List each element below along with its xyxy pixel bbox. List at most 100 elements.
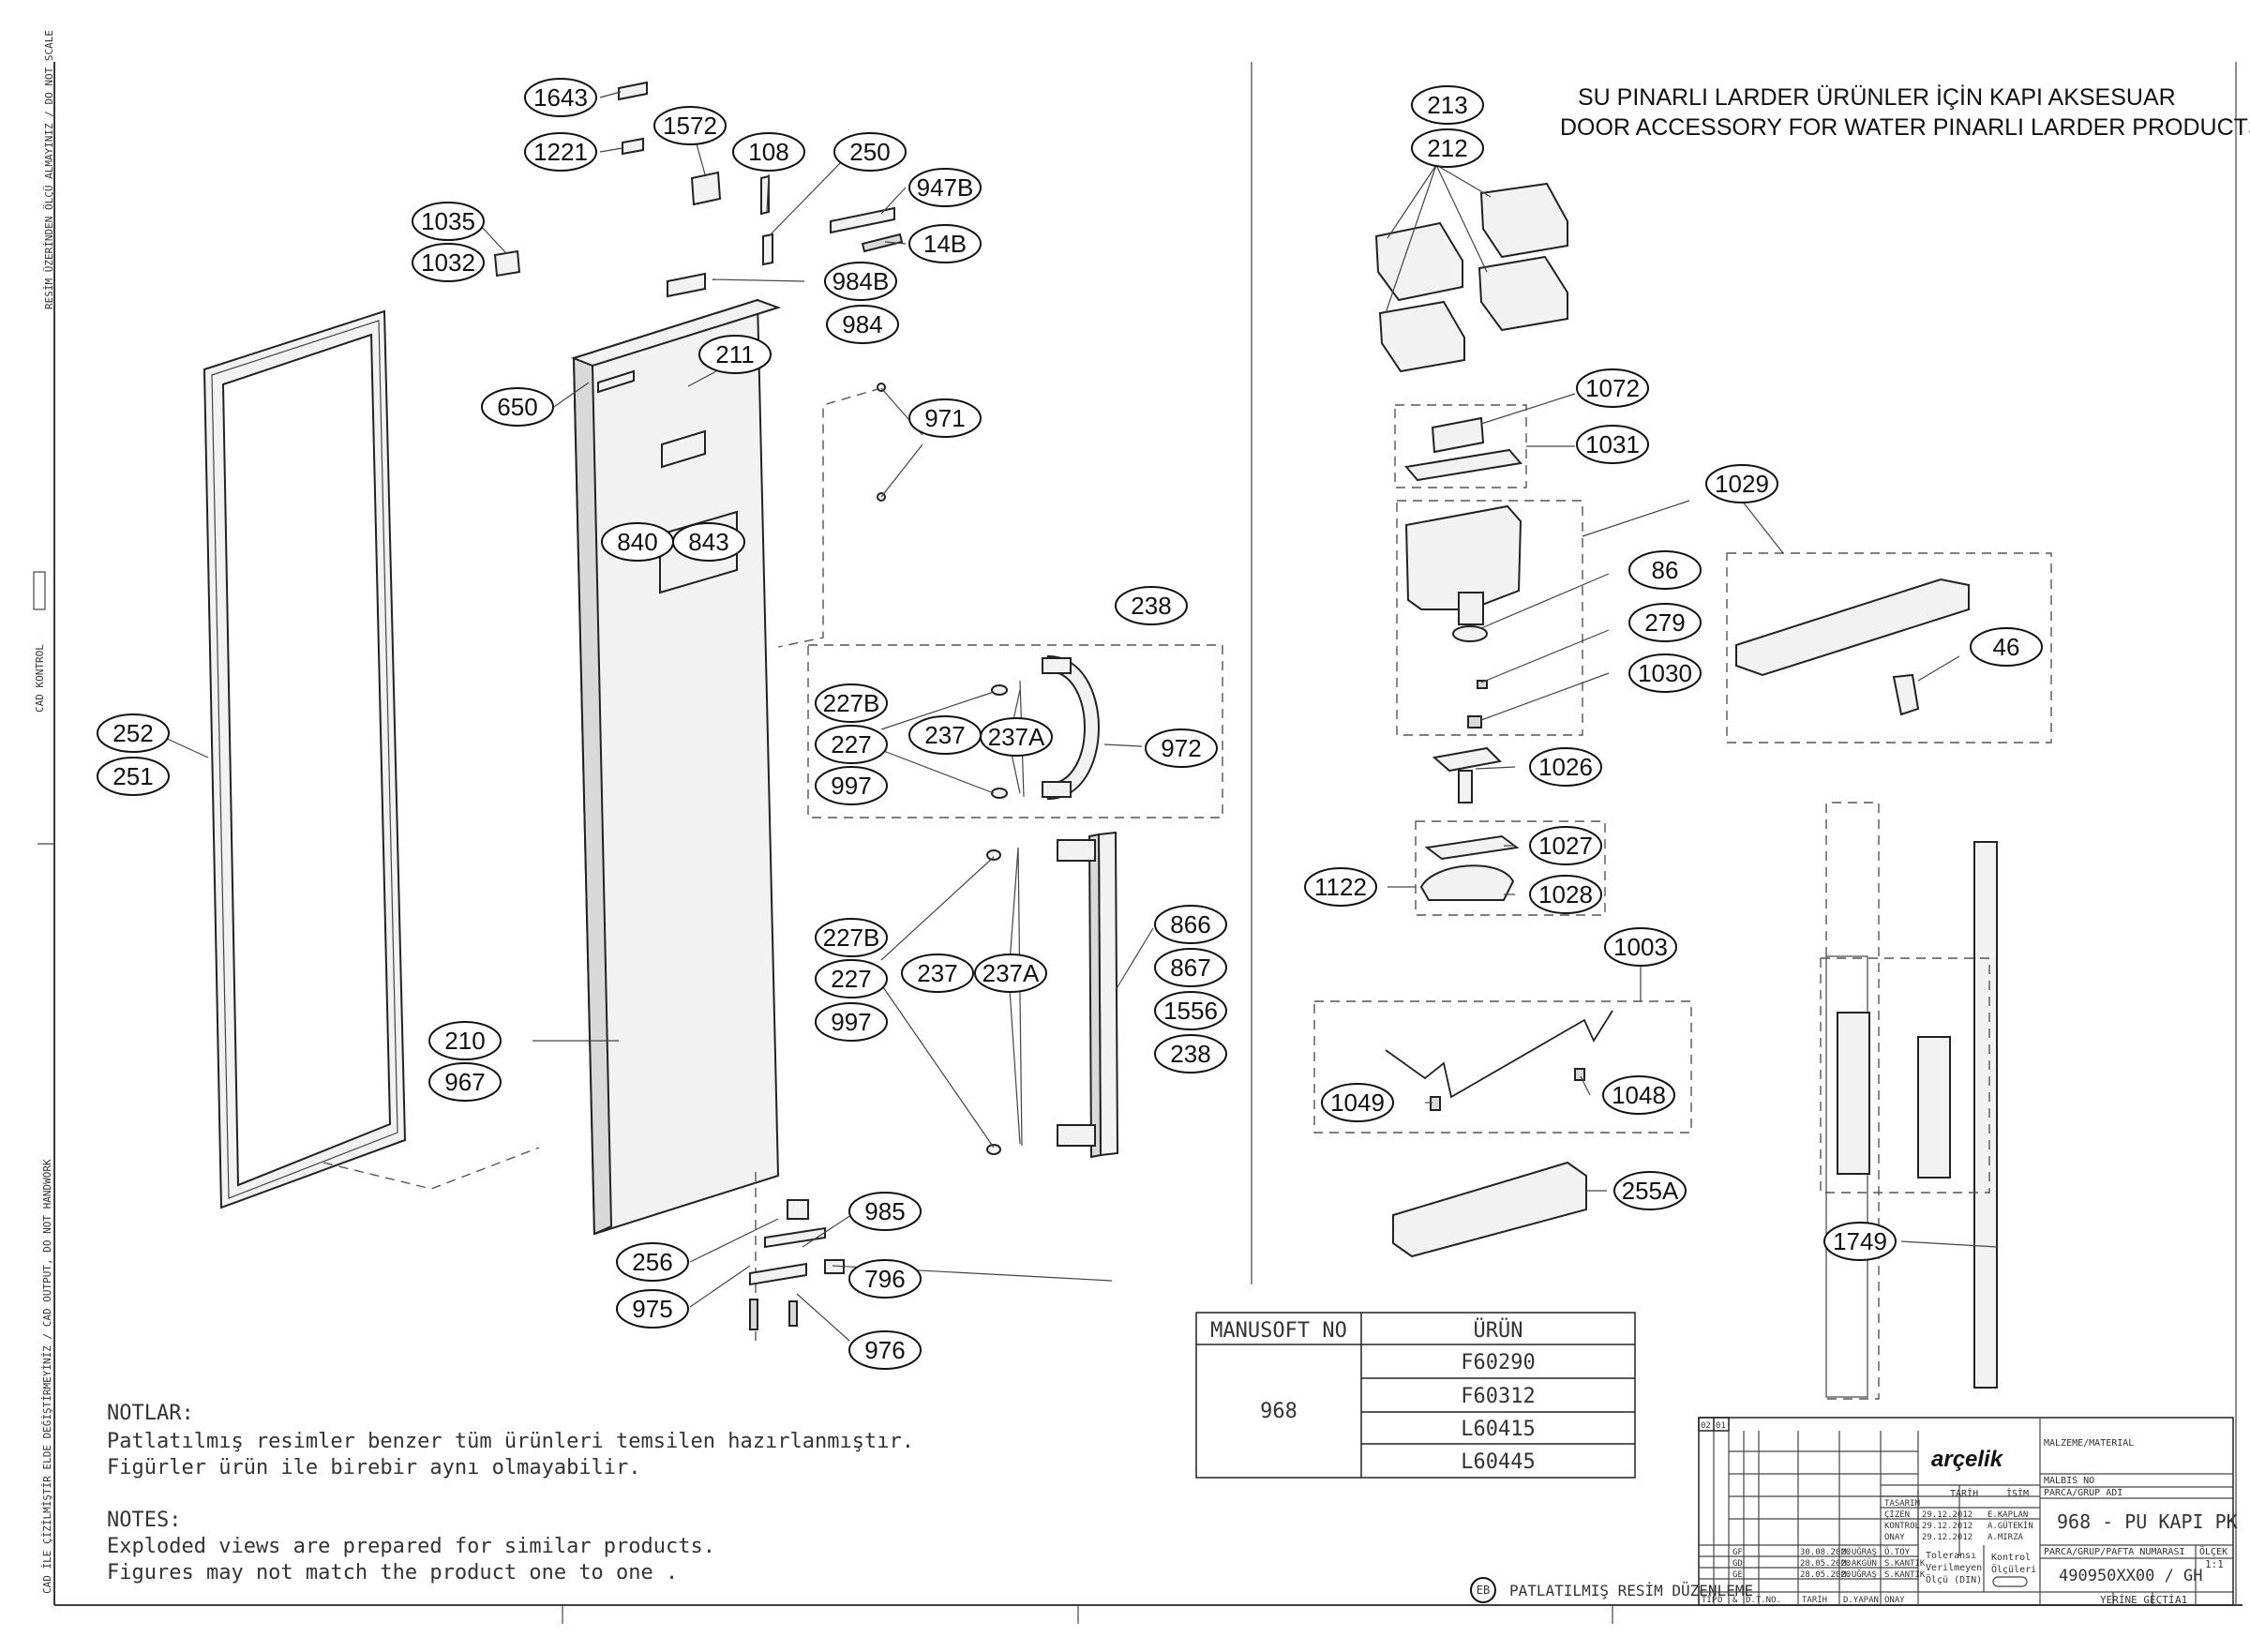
malbis-label: MALBIS NO (2044, 1476, 2094, 1486)
callout-843: 843 (672, 522, 745, 562)
rev3-date: 28.05.2020 (1800, 1570, 1851, 1580)
callout-label: 1029 (1715, 470, 1769, 498)
callout-796: 796 (848, 1259, 922, 1299)
rev2-by: M.AKGÜN (1841, 1558, 1877, 1569)
callout-213: 213 (1411, 85, 1484, 125)
callout-1049: 1049 (1321, 1083, 1394, 1122)
callout-279: 279 (1628, 603, 1702, 642)
handle-lower (986, 831, 1119, 1159)
rev2-chk: S.KANTIK (1884, 1559, 1926, 1569)
notes-line1-tr: Patlatılmış resimler benzer tüm ürünleri… (107, 1430, 914, 1453)
manusoft-table: MANUSOFT NO ÜRÜN 968 F60290 F60312 L6041… (1195, 1312, 1636, 1479)
brand-logo: arçelik (1931, 1447, 2004, 1472)
callout-label: 1048 (1612, 1081, 1666, 1109)
door-gasket (202, 309, 407, 1209)
wire-rack (1385, 1010, 1613, 1099)
callout-label: 866 (1170, 910, 1210, 939)
callout-997: 997 (815, 766, 888, 805)
callout-bubble (1628, 653, 1702, 693)
bottom-hinge (749, 1172, 845, 1344)
callout-bubble (901, 954, 974, 993)
callout-1572: 1572 (653, 106, 727, 145)
callout-650: 650 (481, 387, 554, 427)
callout-label: 86 (1652, 556, 1679, 584)
callout-1026: 1026 (1529, 747, 1602, 787)
tolerance-1: Toleransı (1926, 1551, 1976, 1561)
callout-label: 227B (823, 924, 880, 952)
callout-252: 252 (97, 713, 170, 753)
handle-upper (991, 654, 1100, 801)
callout-1035: 1035 (412, 202, 485, 241)
manusoft-product-4: L60445 (1461, 1450, 1535, 1474)
callout-1122: 1122 (1304, 867, 1377, 907)
callout-bubble (97, 757, 170, 796)
callout-label: 211 (715, 340, 754, 368)
callout-251: 251 (97, 757, 170, 796)
callout-bubble (1613, 1171, 1687, 1210)
callout-967: 967 (428, 1062, 502, 1102)
notes-line2-en: Figures may not match the product one to… (107, 1561, 678, 1584)
dispenser-body (1404, 504, 1522, 610)
scale-value: 1:1 (2205, 1558, 2224, 1570)
rev1-date: 30.08.2020 (1800, 1548, 1851, 1557)
callout-238: 238 (1154, 1034, 1227, 1074)
callout-bubble (1154, 905, 1227, 944)
callout-bubble (653, 106, 727, 145)
role-design: TASARIM (1884, 1499, 1921, 1509)
callout-label: 985 (864, 1197, 905, 1225)
callout-bubble (1154, 991, 1227, 1030)
tolerance-3: Ölçü (DIN) (1926, 1573, 1982, 1585)
callout-867: 867 (1154, 948, 1227, 987)
tap-part (1432, 746, 1503, 773)
role-approve: ONAY (1884, 1533, 1905, 1542)
callout-984: 984 (826, 305, 899, 344)
scale-label: ÖLÇEK (2199, 1545, 2228, 1557)
callout-label: 255A (1622, 1177, 1679, 1205)
callout-label: 1027 (1538, 832, 1593, 860)
callout-1072: 1072 (1576, 368, 1649, 408)
col-and: & (1732, 1596, 1738, 1605)
callout-1003: 1003 (1604, 927, 1677, 967)
callout-label: 947B (917, 173, 974, 202)
callout-1048: 1048 (1602, 1075, 1675, 1115)
callout-label: 1028 (1538, 880, 1593, 909)
callout-bubble (1576, 425, 1649, 464)
notes-line1-en: Exploded views are prepared for similar … (107, 1535, 715, 1558)
profile-strip (1973, 841, 1998, 1389)
callout-label: 972 (1161, 734, 1201, 762)
callout-984B: 984B (824, 262, 897, 301)
callout-985: 985 (848, 1192, 922, 1231)
callout-label: 212 (1427, 134, 1467, 162)
callout-label: 997 (831, 1008, 871, 1036)
callout-46: 46 (1970, 627, 2043, 667)
callout-label: 1122 (1314, 873, 1367, 901)
gasket-leader (322, 1147, 540, 1190)
callout-997: 997 (815, 1002, 888, 1042)
replaces-label: YERİNE GEÇTİ (2100, 1594, 2174, 1606)
callout-label: 1221 (533, 138, 588, 166)
callout-bubble (1705, 464, 1778, 503)
control-2: Ölçüleri (1991, 1563, 2036, 1575)
margin-text-mid: CAD KONTROL (34, 644, 46, 713)
callout-bubble (1529, 875, 1602, 914)
dispenser-group-box (1396, 500, 1583, 736)
callout-227B: 227B (815, 683, 888, 723)
callout-bubble (1604, 927, 1677, 967)
callout-label: 1049 (1330, 1089, 1385, 1117)
callout-210: 210 (428, 1021, 502, 1060)
callout-1221: 1221 (524, 132, 597, 172)
callout-label: 1031 (1585, 430, 1640, 458)
bottle-shelf (1392, 1161, 1587, 1258)
callout-bubble (524, 78, 597, 117)
callout-label: 976 (864, 1336, 905, 1364)
callout-227B: 227B (815, 918, 888, 957)
callout-bubble (848, 1330, 922, 1370)
notes-title-tr: NOTLAR: (107, 1402, 194, 1425)
title-block: 02 01 (1698, 1417, 2238, 1606)
callout-bubble (1411, 85, 1484, 125)
callout-bubble (1628, 603, 1702, 642)
date-header: TARİH (1950, 1487, 1978, 1499)
callout-227: 227 (815, 959, 888, 999)
